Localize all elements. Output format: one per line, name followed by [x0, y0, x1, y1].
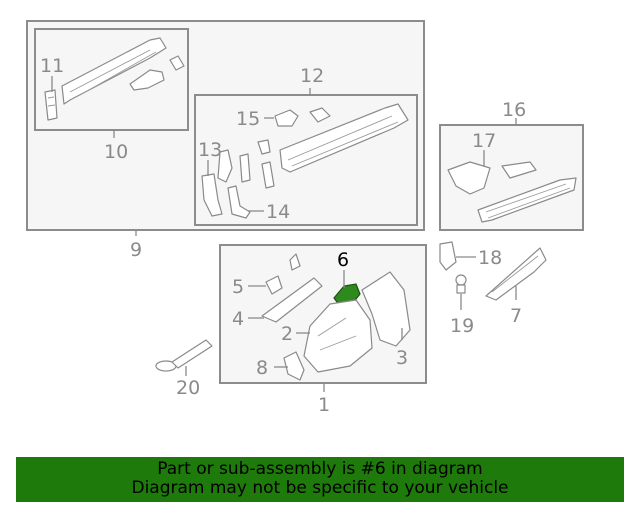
callout-11: 11	[40, 55, 64, 77]
callout-6: 6	[337, 249, 349, 271]
part-20[interactable]	[155, 339, 213, 372]
part-12-rail[interactable]	[279, 103, 409, 173]
part-17[interactable]	[447, 161, 537, 195]
part-5[interactable]	[265, 253, 301, 295]
group-box-10	[34, 28, 189, 131]
callout-4: 4	[232, 308, 244, 330]
part-16-rail[interactable]	[477, 177, 577, 223]
callout-10: 10	[104, 141, 128, 163]
part-19-bolt[interactable]	[455, 274, 467, 294]
callout-18: 18	[478, 247, 502, 269]
leader-lines	[51, 76, 517, 392]
part-7[interactable]	[485, 247, 547, 301]
part-14[interactable]	[227, 185, 251, 219]
part-10-rail[interactable]	[61, 37, 185, 105]
callout-14: 14	[266, 201, 290, 223]
info-banner: Part or sub-assembly is #6 in diagram Di…	[16, 457, 624, 502]
banner-line-2: Diagram may not be specific to your vehi…	[131, 478, 509, 498]
part-15[interactable]	[274, 107, 331, 127]
callout-20: 20	[176, 377, 200, 399]
part-11[interactable]	[44, 89, 58, 121]
part-12-brackets[interactable]	[217, 139, 275, 189]
callout-1: 1	[318, 394, 330, 416]
part-4[interactable]	[261, 277, 323, 323]
callout-19: 19	[450, 315, 474, 337]
part-13[interactable]	[201, 173, 223, 217]
callout-15: 15	[236, 108, 260, 130]
callout-2: 2	[281, 323, 293, 345]
callout-17: 17	[472, 130, 496, 152]
callout-3: 3	[396, 347, 408, 369]
part-3[interactable]	[361, 271, 411, 347]
callout-13: 13	[198, 139, 222, 161]
callout-7: 7	[510, 305, 522, 327]
callout-9: 9	[130, 239, 142, 261]
part-18[interactable]	[439, 241, 457, 271]
callout-16: 16	[502, 99, 526, 121]
callout-5: 5	[232, 276, 244, 298]
callout-8: 8	[256, 357, 268, 379]
banner-line-1: Part or sub-assembly is #6 in diagram	[157, 459, 483, 479]
callout-12: 12	[300, 65, 324, 87]
part-2[interactable]	[303, 299, 373, 373]
part-8[interactable]	[283, 351, 305, 381]
